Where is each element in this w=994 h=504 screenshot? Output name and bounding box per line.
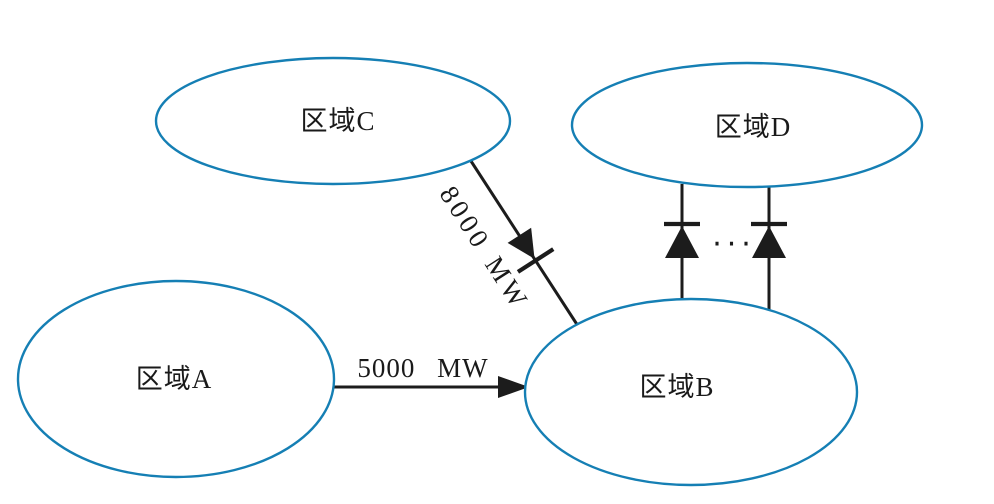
node-region-b: 区域B [523,297,859,487]
diode-triangle-icon [665,226,699,258]
link-a-to-b: 5000 MW [333,353,529,398]
diode-triangle-icon [507,227,535,259]
node-region-d-label: 区域D [715,112,792,142]
node-region-d-ellipse [570,61,924,189]
link-b-to-d-left [664,184,700,302]
node-region-a-label: 区域A [136,364,213,394]
node-region-d: 区域D [570,61,924,189]
node-region-c-ellipse [154,56,512,186]
arrowhead-icon [498,376,529,398]
node-region-b-ellipse [523,297,859,487]
link-b-to-d-right [751,187,787,310]
more-links-ellipsis: ··· [712,227,756,262]
link-c-to-b: 8000 MW [434,157,580,327]
node-region-b-label: 区域B [639,372,714,402]
diode-triangle-icon [752,226,786,258]
node-region-a: 区域A [16,279,336,479]
node-region-c: 区域C [154,56,512,186]
node-region-c-label: 区域C [300,106,375,136]
node-region-a-ellipse [16,279,336,479]
diode-bar-icon [516,247,555,274]
link-a-to-b-label: 5000 MW [357,353,488,383]
diode-icon [507,227,555,274]
